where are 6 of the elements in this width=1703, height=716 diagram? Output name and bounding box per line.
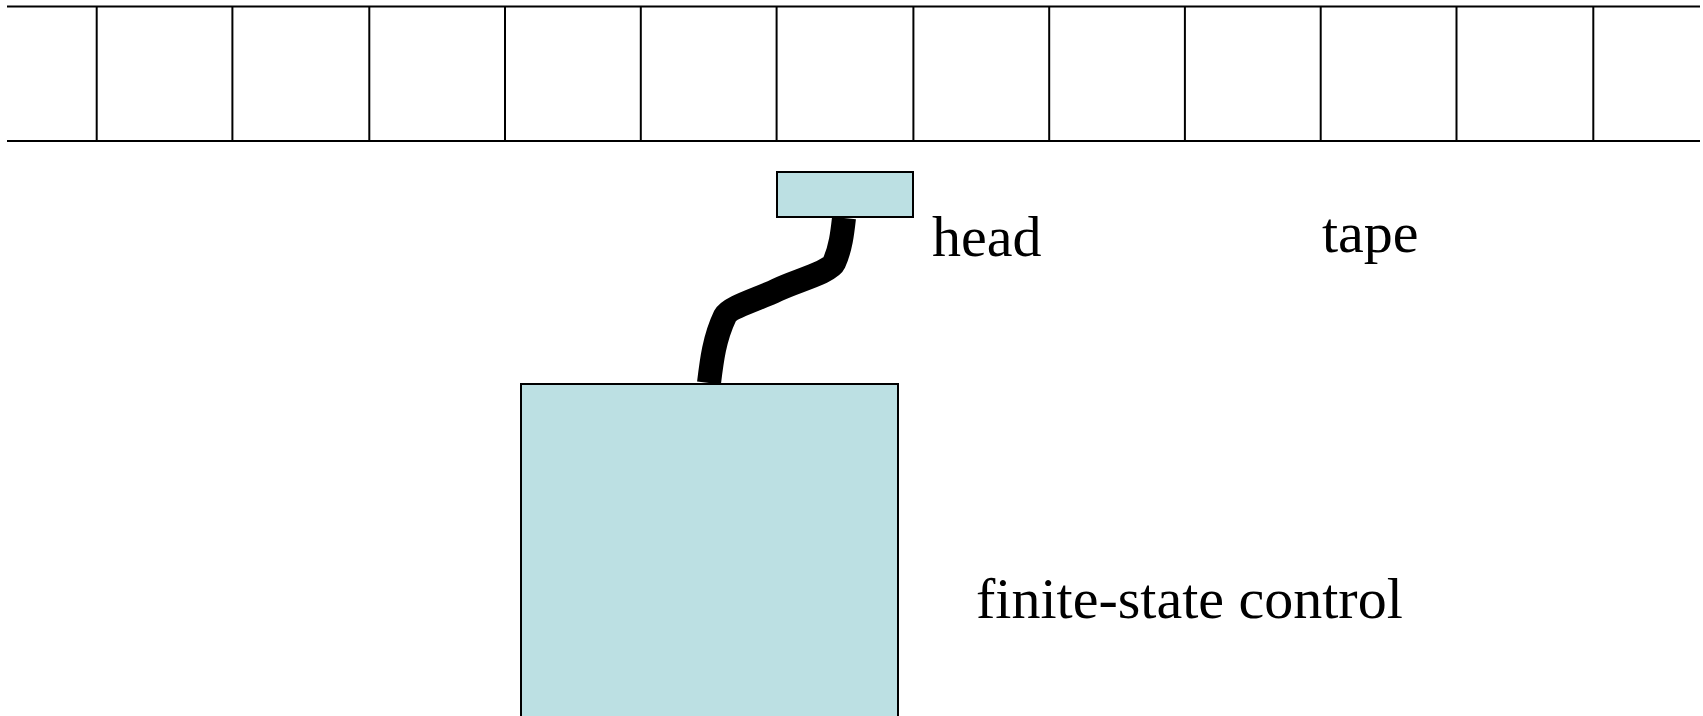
connector-arm xyxy=(697,216,856,385)
head-box xyxy=(776,171,914,218)
node-caption: head xyxy=(932,208,1042,266)
control-box xyxy=(520,383,899,716)
tape-label: tape xyxy=(1322,204,1419,262)
node-caption: finite-state control xyxy=(976,570,1403,628)
